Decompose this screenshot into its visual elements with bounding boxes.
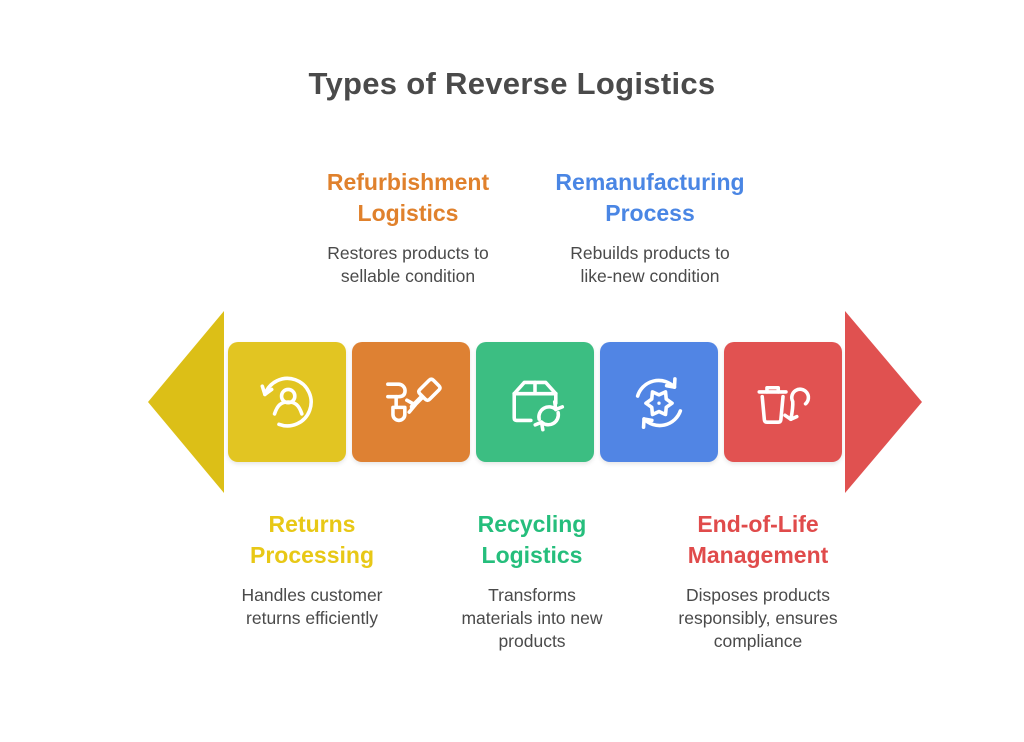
label-heading: End-of-Life Management <box>687 511 829 568</box>
label-remanufacturing-process: Remanufacturing Process Rebuilds product… <box>515 167 785 288</box>
label-heading: Returns Processing <box>250 511 374 568</box>
step-remanufacturing-process <box>600 342 718 462</box>
label-refurbishment-logistics: Refurbishment Logistics Restores product… <box>273 167 543 288</box>
label-description: Transforms materials into new products <box>461 585 603 651</box>
step-refurbishment-logistics <box>352 342 470 462</box>
step-returns-processing <box>228 342 346 462</box>
label-description: Restores products to sellable condition <box>327 243 489 286</box>
repair-hammer-icon <box>386 377 442 423</box>
label-description: Handles customer returns efficiently <box>241 585 383 628</box>
package-recycle-icon <box>512 380 565 432</box>
trash-disposal-icon <box>757 385 811 424</box>
gear-cycle-icon <box>635 377 683 429</box>
label-description: Disposes products responsibly, ensures c… <box>678 585 838 651</box>
label-description: Rebuilds products to like-new condition <box>570 243 730 286</box>
label-heading: Remanufacturing Process <box>555 169 745 226</box>
label-returns-processing: Returns Processing Handles customer retu… <box>177 509 447 630</box>
step-recycling-logistics <box>476 342 594 462</box>
page-title: Types of Reverse Logistics <box>308 66 716 101</box>
left-arrowhead <box>148 311 224 493</box>
label-heading: Recycling Logistics <box>477 511 587 568</box>
label-recycling-logistics: Recycling Logistics Transforms materials… <box>397 509 667 653</box>
customer-return-icon <box>260 376 313 428</box>
step-end-of-life-management <box>724 342 842 462</box>
right-arrowhead <box>845 311 922 493</box>
label-end-of-life-management: End-of-Life Management Disposes products… <box>623 509 893 653</box>
label-heading: Refurbishment Logistics <box>326 169 490 226</box>
